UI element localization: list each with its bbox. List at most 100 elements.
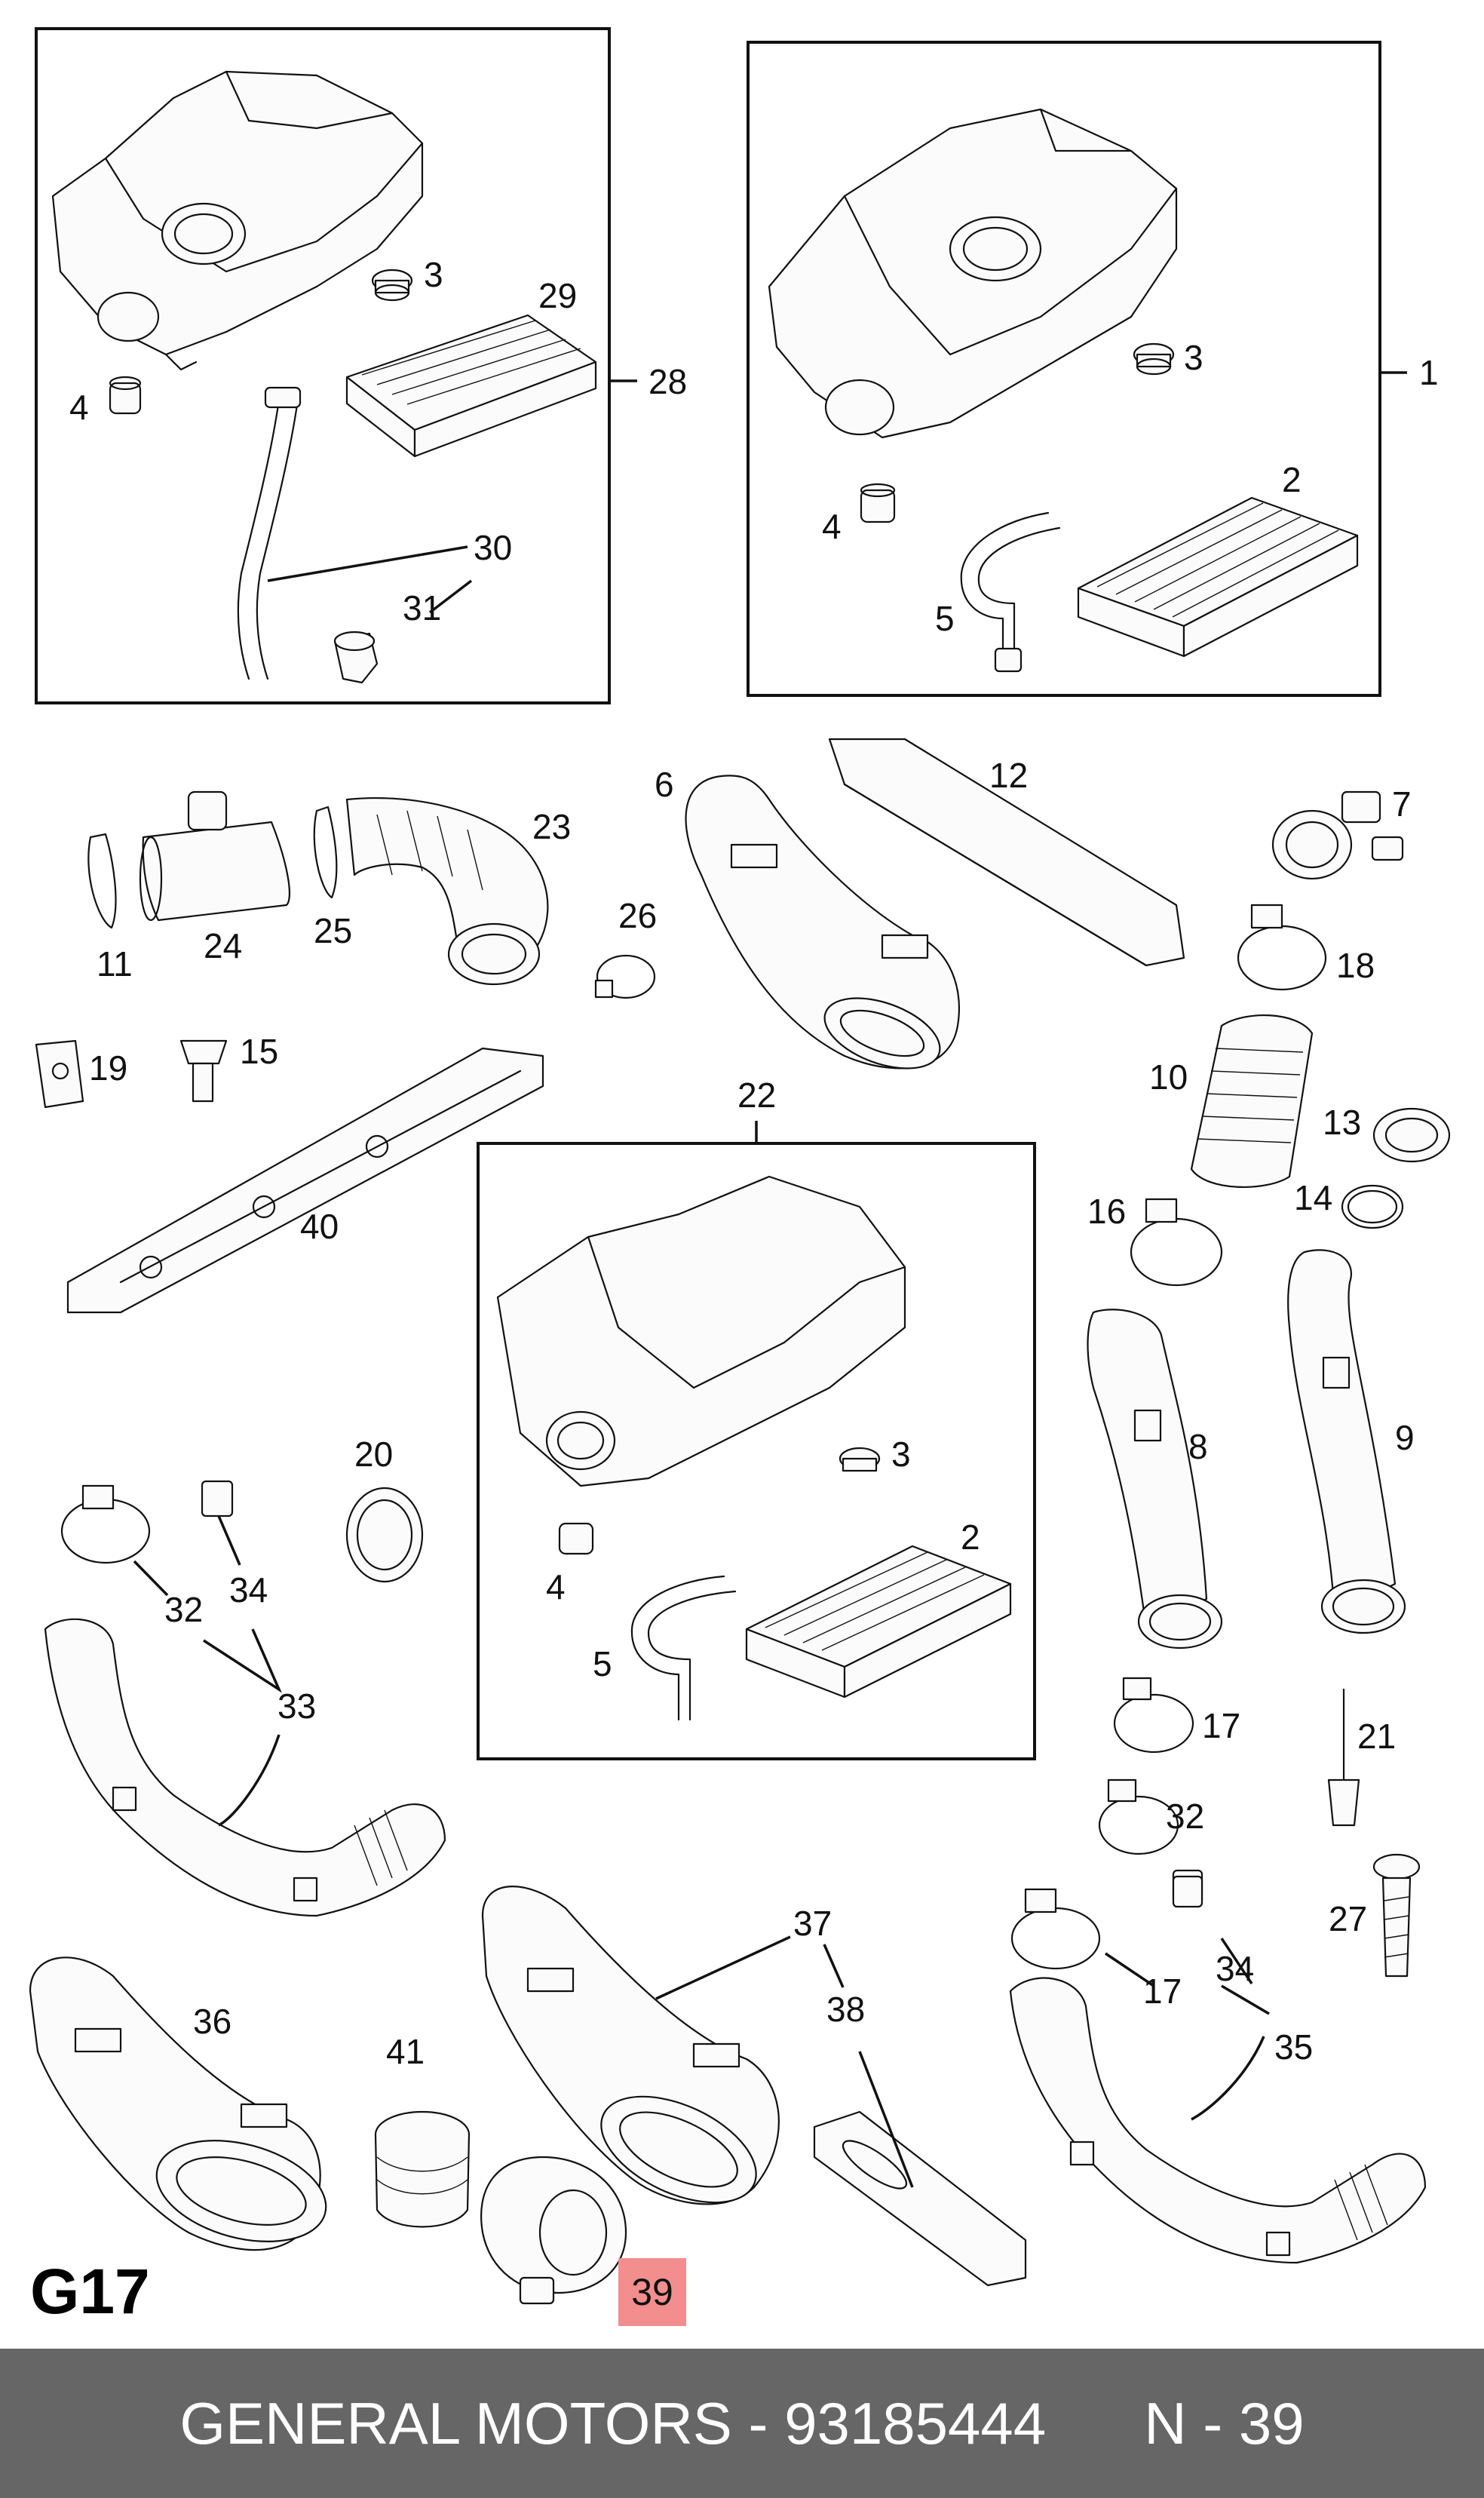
throttle-tube-24 bbox=[139, 790, 291, 922]
hose-33 bbox=[44, 1618, 446, 1917]
callout-40: 40 bbox=[300, 1207, 339, 1246]
grommet-4-b bbox=[860, 483, 896, 523]
clip-34-c bbox=[1172, 1875, 1203, 1908]
grommet-4-a bbox=[109, 376, 142, 415]
hose-35 bbox=[1009, 1977, 1427, 2264]
callout-7: 7 bbox=[1392, 784, 1412, 824]
coupler-41 bbox=[374, 2110, 471, 2228]
air-filter-2-a bbox=[1077, 496, 1359, 658]
callout-24: 24 bbox=[204, 926, 242, 965]
callout-36: 36 bbox=[193, 2002, 231, 2041]
clamp-32-a bbox=[1098, 1778, 1179, 1855]
footer-bar: GENERAL MOTORS - 93185444 N - 39 bbox=[0, 2349, 1484, 2498]
callout-23: 23 bbox=[532, 807, 571, 846]
leader-lines bbox=[133, 371, 1407, 2188]
box-frame-top-left bbox=[35, 27, 611, 704]
adapter-20 bbox=[345, 1487, 424, 1583]
callout-33: 33 bbox=[277, 1686, 316, 1726]
highlighted-part-badge: 39 bbox=[618, 2258, 686, 2326]
callout-3-c: 3 bbox=[891, 1435, 911, 1474]
grommet-3-a bbox=[371, 269, 413, 302]
diagram-group-code: G17 bbox=[30, 2256, 150, 2327]
grommet-3-b bbox=[1133, 342, 1175, 376]
bracket-40 bbox=[66, 1047, 544, 1314]
callout-4-a: 4 bbox=[69, 388, 89, 427]
hose-8 bbox=[1087, 1309, 1223, 1649]
callout-5-b: 5 bbox=[593, 1644, 612, 1683]
bracket-12 bbox=[828, 738, 1185, 967]
duct-36 bbox=[29, 1956, 327, 2251]
footer-part-info: GENERAL MOTORS - 93185444 N - 39 bbox=[179, 2389, 1305, 2457]
clip-19 bbox=[35, 1039, 84, 1109]
clamp-16 bbox=[1130, 1198, 1223, 1287]
callout-8: 8 bbox=[1188, 1427, 1208, 1466]
callout-14: 14 bbox=[1294, 1178, 1332, 1217]
callout-32-a: 32 bbox=[164, 1590, 203, 1629]
clamp-11 bbox=[87, 833, 117, 929]
callout-19: 19 bbox=[89, 1048, 127, 1088]
callout-21: 21 bbox=[1357, 1717, 1396, 1756]
grommet-4-c bbox=[558, 1522, 594, 1555]
callout-29: 29 bbox=[538, 276, 577, 315]
bolt-27 bbox=[1372, 1853, 1421, 1978]
clamp-25 bbox=[313, 806, 338, 899]
callout-15: 15 bbox=[240, 1032, 278, 1071]
callout-12: 12 bbox=[989, 756, 1028, 795]
callout-5-a: 5 bbox=[935, 599, 955, 638]
callout-3-a: 3 bbox=[424, 255, 443, 294]
callout-4-c: 4 bbox=[546, 1567, 566, 1607]
callout-3-b: 3 bbox=[1184, 338, 1203, 377]
callout-22: 22 bbox=[737, 1076, 776, 1115]
callout-10: 10 bbox=[1149, 1057, 1188, 1097]
connector-31 bbox=[333, 631, 379, 684]
box-frame-top-right bbox=[747, 41, 1381, 697]
callout-34-b: 34 bbox=[1216, 1949, 1254, 1988]
callout-labels: 3 29 28 4 30 31 3 1 2 4 5 6 12 7 23 26 1… bbox=[69, 255, 1439, 2071]
callout-38: 38 bbox=[826, 1990, 865, 2029]
callout-11: 11 bbox=[97, 944, 133, 984]
callout-4-b: 4 bbox=[822, 507, 842, 546]
pin-15 bbox=[179, 1039, 228, 1103]
clamp-26 bbox=[594, 954, 656, 999]
callout-16: 16 bbox=[1087, 1192, 1126, 1231]
callout-6: 6 bbox=[655, 765, 674, 804]
clip-34-b bbox=[201, 1480, 234, 1518]
callout-2-a: 2 bbox=[1282, 460, 1302, 499]
callout-18: 18 bbox=[1336, 946, 1375, 985]
mass-air-flow-sensor-39 bbox=[480, 2156, 627, 2305]
air-cleaner-housing-c bbox=[496, 1175, 906, 1487]
clamp-32-b bbox=[60, 1484, 151, 1564]
parts-diagram-svg: 3 29 28 4 30 31 3 1 2 4 5 6 12 7 23 26 1… bbox=[29, 27, 1451, 2305]
callout-28: 28 bbox=[648, 362, 687, 401]
intake-duct-23 bbox=[345, 796, 549, 986]
clamp-18 bbox=[1237, 904, 1327, 991]
hose-10 bbox=[1190, 1014, 1314, 1189]
callout-17-b: 17 bbox=[1143, 1972, 1182, 2011]
hose-30 bbox=[237, 386, 302, 680]
callout-1: 1 bbox=[1419, 353, 1439, 392]
air-cleaner-housing-a bbox=[51, 70, 424, 371]
callout-30: 30 bbox=[474, 528, 512, 567]
clamp-17-a bbox=[1113, 1677, 1194, 1754]
grommet-3-c bbox=[839, 1447, 881, 1472]
callout-2-b: 2 bbox=[961, 1518, 980, 1557]
callout-17-a: 17 bbox=[1202, 1706, 1240, 1745]
clamp-17-b bbox=[1010, 1888, 1101, 1970]
mass-air-flow-sensor-7 bbox=[1271, 790, 1404, 880]
callout-34-a: 34 bbox=[229, 1570, 268, 1610]
air-filter-29 bbox=[345, 314, 597, 458]
callout-20: 20 bbox=[354, 1435, 393, 1474]
shield-38 bbox=[813, 2110, 1027, 2287]
adapter-13 bbox=[1372, 1107, 1451, 1163]
rivet-21 bbox=[1327, 1688, 1360, 1827]
callout-13: 13 bbox=[1323, 1103, 1361, 1142]
callout-25: 25 bbox=[314, 911, 352, 950]
air-filter-2-b bbox=[745, 1545, 1012, 1699]
callout-26: 26 bbox=[618, 896, 657, 935]
callout-9: 9 bbox=[1395, 1418, 1415, 1457]
hose-5-b bbox=[630, 1575, 737, 1721]
callout-32-b: 32 bbox=[1166, 1797, 1204, 1836]
callout-35: 35 bbox=[1274, 2027, 1313, 2067]
callout-31: 31 bbox=[403, 588, 441, 628]
duct-37 bbox=[481, 1886, 780, 2205]
